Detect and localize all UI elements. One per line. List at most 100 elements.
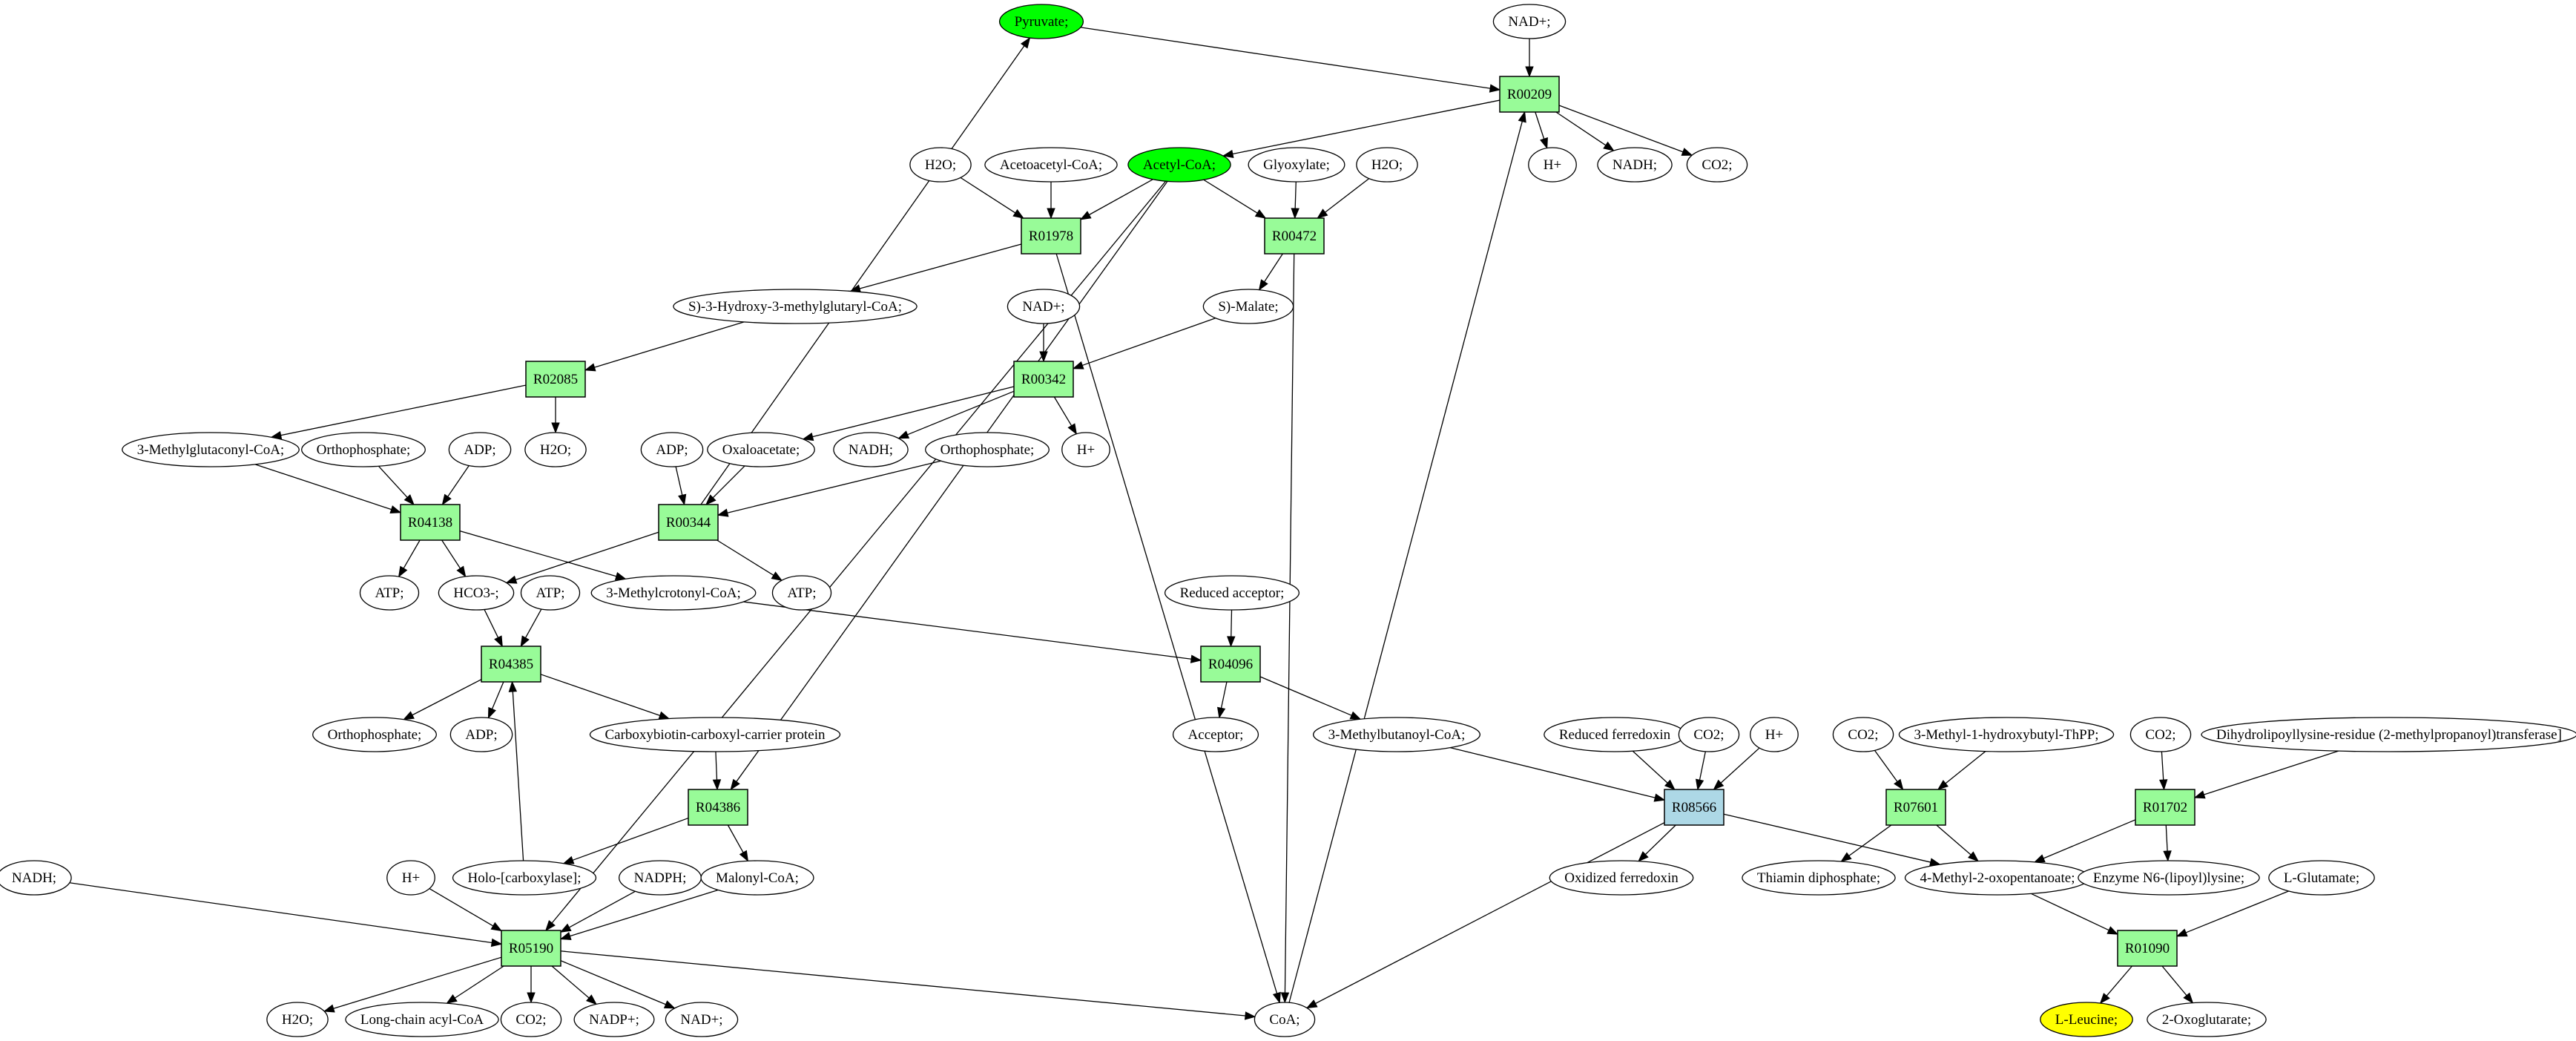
- compound-node-h2o_1[interactable]: H2O;: [909, 147, 972, 183]
- compound-ellipse: [345, 1002, 499, 1037]
- compound-node-leucine[interactable]: L-Leucine;: [2040, 1002, 2133, 1037]
- compound-node-nadh2[interactable]: NADH;: [833, 432, 909, 467]
- compound-node-redacc[interactable]: Reduced acceptor;: [1164, 575, 1300, 611]
- compound-node-hplus4[interactable]: H+: [386, 860, 435, 896]
- compound-node-atp_1[interactable]: ATP;: [359, 575, 420, 611]
- compound-node-nadp_2[interactable]: NAD+;: [1007, 289, 1081, 324]
- compound-node-acceptor[interactable]: Acceptor;: [1172, 717, 1259, 752]
- compound-node-mhbthpp[interactable]: 3-Methyl-1-hydroxybutyl-ThPP;: [1898, 717, 2115, 752]
- compound-node-co2_3[interactable]: CO2;: [1832, 717, 1894, 752]
- compound-node-hplus3[interactable]: H+: [1750, 717, 1799, 752]
- compound-node-glyoxylate[interactable]: Glyoxylate;: [1248, 147, 1345, 183]
- compound-node-mbutcoa[interactable]: 3-Methylbutanoyl-CoA;: [1312, 717, 1481, 752]
- compound-node-nadh3[interactable]: NADH;: [0, 860, 72, 896]
- compound-node-co2_4[interactable]: CO2;: [2129, 717, 2192, 752]
- compound-node-pi_3[interactable]: Orthophosphate;: [312, 717, 437, 752]
- arrowhead-icon: [705, 494, 717, 505]
- compound-node-carboxybiotin[interactable]: Carboxybiotin-carboxyl-carrier protein: [589, 717, 841, 752]
- arrowhead-icon: [1190, 654, 1202, 663]
- compound-node-nadp_top[interactable]: NAD+;: [1492, 4, 1567, 39]
- compound-ellipse: [2078, 860, 2260, 896]
- compound-ellipse: [1549, 860, 1694, 896]
- reaction-node-r08566[interactable]: R08566: [1664, 789, 1725, 826]
- compound-node-co2_1[interactable]: CO2;: [1686, 147, 1748, 183]
- compound-node-hco3[interactable]: HCO3-;: [438, 575, 515, 611]
- edge-nadph-to-R05190: [559, 890, 636, 933]
- reaction-box: [2135, 789, 2195, 826]
- edge-R01702-to-enzn6: [2163, 824, 2172, 862]
- reaction-node-r01090[interactable]: R01090: [2117, 930, 2178, 967]
- compound-node-oxoglutarate[interactable]: 2-Oxoglutarate;: [2147, 1002, 2267, 1037]
- compound-node-pi_2[interactable]: Orthophosphate;: [925, 432, 1050, 467]
- compound-node-redfd[interactable]: Reduced ferredoxin: [1544, 717, 1686, 752]
- edge-acetylcoa-to-R00472: [1203, 179, 1267, 219]
- compound-node-enzn6[interactable]: Enzyme N6-(lipoyl)lysine;: [2078, 860, 2260, 896]
- compound-node-acetylcoa[interactable]: Acetyl-CoA;: [1127, 147, 1231, 183]
- compound-node-nadph[interactable]: NADPH;: [618, 860, 702, 896]
- compound-node-co2_5[interactable]: CO2;: [500, 1002, 562, 1037]
- compound-node-glutamate[interactable]: L-Glutamate;: [2268, 860, 2375, 896]
- compound-node-co2_2[interactable]: CO2;: [1678, 717, 1740, 752]
- edge-line: [412, 679, 482, 716]
- compound-node-nadp_3[interactable]: NAD+;: [665, 1002, 739, 1037]
- node-label: NADP+;: [589, 1012, 639, 1028]
- reaction-node-r01978[interactable]: R01978: [1021, 217, 1081, 254]
- compound-node-h2o_2[interactable]: H2O;: [1356, 147, 1418, 183]
- arrowhead-icon: [730, 778, 740, 791]
- compound-node-lcacylcoa[interactable]: Long-chain acyl-CoA: [345, 1002, 499, 1037]
- reaction-node-r00342[interactable]: R00342: [1013, 361, 1074, 398]
- compound-node-kic[interactable]: 4-Methyl-2-oxopentanoate;: [1904, 860, 2091, 896]
- compound-node-malonylcoa[interactable]: Malonyl-CoA;: [700, 860, 814, 896]
- node-label: R08566: [1672, 800, 1716, 815]
- compound-node-holo[interactable]: Holo-[carboxylase];: [452, 860, 597, 896]
- compound-node-mcrotcoa[interactable]: 3-Methylcrotonyl-CoA;: [590, 575, 757, 611]
- edge-line: [540, 674, 661, 716]
- edge-R00342-to-nadh2: [897, 390, 1015, 439]
- compound-node-oxaloacetate[interactable]: Oxaloacetate;: [707, 432, 815, 467]
- compound-node-nadh1[interactable]: NADH;: [1597, 147, 1673, 183]
- reaction-box: [501, 930, 561, 967]
- compound-node-thiamin[interactable]: Thiamin diphosphate;: [1742, 860, 1896, 896]
- compound-node-adp_2[interactable]: ADP;: [640, 432, 704, 467]
- reaction-node-r02085[interactable]: R02085: [525, 361, 586, 398]
- compound-node-acetoacetylcoa[interactable]: Acetoacetyl-CoA;: [984, 147, 1118, 183]
- reaction-node-r05190[interactable]: R05190: [501, 930, 561, 967]
- compound-node-dihydrolipoyl[interactable]: Dihydrolipoyllysine-residue (2-methylpro…: [2201, 717, 2576, 752]
- reaction-node-r04096[interactable]: R04096: [1200, 646, 1261, 683]
- compound-node-pi_1[interactable]: Orthophosphate;: [301, 432, 426, 467]
- edge-line: [594, 321, 745, 368]
- compound-node-adp_3[interactable]: ADP;: [449, 717, 513, 752]
- compound-node-nadpplus[interactable]: NADP+;: [573, 1002, 655, 1037]
- compound-node-pyruvate[interactable]: Pyruvate;: [998, 4, 1084, 39]
- reaction-node-r04385[interactable]: R04385: [481, 646, 541, 683]
- compound-node-oxfd[interactable]: Oxidized ferredoxin: [1549, 860, 1694, 896]
- node-label: Long-chain acyl-CoA: [360, 1012, 484, 1028]
- compound-node-atp_2[interactable]: ATP;: [520, 575, 581, 611]
- compound-node-hplus2[interactable]: H+: [1061, 432, 1110, 467]
- compound-ellipse: [640, 432, 704, 467]
- reaction-node-r00209[interactable]: R00209: [1499, 76, 1560, 113]
- arrowhead-icon: [1603, 141, 1615, 151]
- compound-node-h2o_4[interactable]: H2O;: [266, 1002, 329, 1037]
- reaction-node-r01702[interactable]: R01702: [2135, 789, 2195, 826]
- compound-node-atp_3[interactable]: ATP;: [771, 575, 832, 611]
- compound-node-malate[interactable]: S)-Malate;: [1202, 289, 1294, 324]
- reaction-node-r04138[interactable]: R04138: [400, 504, 461, 541]
- compound-node-adp_1[interactable]: ADP;: [448, 432, 512, 467]
- node-label: Orthophosphate;: [328, 727, 422, 743]
- edge-R04385-to-carboxybiotin: [540, 674, 671, 720]
- arrowhead-icon: [658, 711, 671, 720]
- compound-ellipse: [1061, 432, 1110, 467]
- arrowhead-icon: [490, 938, 503, 948]
- compound-node-coa[interactable]: CoA;: [1254, 1002, 1316, 1037]
- compound-node-hplus1[interactable]: H+: [1528, 147, 1577, 183]
- reaction-node-r00344[interactable]: R00344: [658, 504, 719, 541]
- reaction-box: [1499, 76, 1560, 113]
- reaction-node-r07601[interactable]: R07601: [1885, 789, 1946, 826]
- compound-node-mglutcoa[interactable]: 3-Methylglutaconyl-CoA;: [122, 432, 300, 467]
- node-label: ADP;: [465, 727, 497, 743]
- compound-node-hmgcoa[interactable]: S)-3-Hydroxy-3-methylglutaryl-CoA;: [673, 289, 918, 324]
- compound-node-h2o_3[interactable]: H2O;: [524, 432, 587, 467]
- reaction-node-r00472[interactable]: R00472: [1264, 217, 1325, 254]
- reaction-node-r04386[interactable]: R04386: [688, 789, 748, 826]
